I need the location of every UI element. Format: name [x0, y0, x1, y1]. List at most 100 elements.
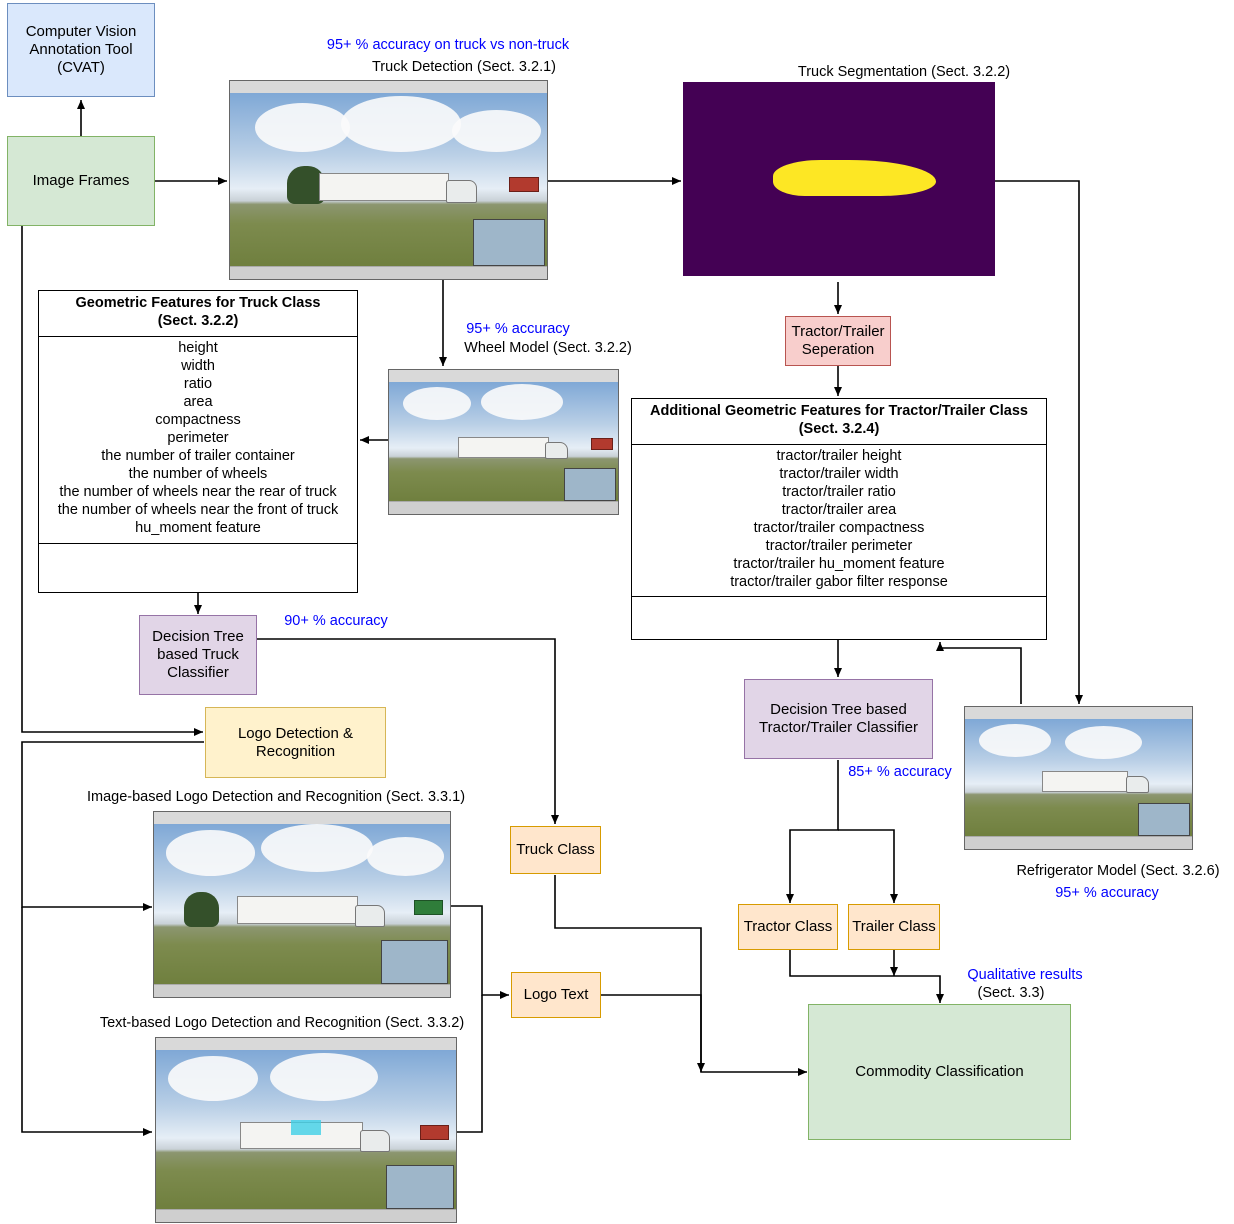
- feature-item: tractor/trailer perimeter: [765, 538, 913, 554]
- arrow-frames-to-logo: [21, 226, 203, 736]
- logo-text-label: Logo Text: [523, 986, 589, 1003]
- logo-detection-label: Logo Detection & Recognition: [237, 724, 354, 760]
- image-logo-screenshot: [153, 811, 451, 998]
- tractor-trailer-separation-node: Tractor/Trailer Seperation: [785, 316, 891, 366]
- refrigerator-model-title: Refrigerator Model (Sect. 3.2.6): [1016, 863, 1220, 879]
- trailer-class-label: Trailer Class: [852, 918, 936, 935]
- feature-item: hu_moment feature: [135, 520, 261, 536]
- player-controls: [965, 836, 1192, 849]
- commodity-classification-label: Commodity Classification: [855, 1063, 1024, 1080]
- truck-segmentation-mask: [683, 82, 995, 276]
- truck-detection-accuracy: 95+ % accuracy on truck vs non-truck: [326, 37, 570, 53]
- truck-detection-screenshot: [229, 80, 548, 280]
- arrow-segmentation-to-refrigerator: [995, 180, 1083, 704]
- image-logo-title: Image-based Logo Detection and Recogniti…: [86, 789, 466, 805]
- additional-features-section: (Sect. 3.2.4): [798, 421, 880, 437]
- image-frames-label: Image Frames: [32, 172, 130, 189]
- geometric-features-list: height width ratio area compactness peri…: [39, 337, 357, 537]
- feature-item: the number of trailer container: [101, 448, 295, 464]
- additional-features-divider: [632, 596, 1046, 597]
- refrigerator-model-accuracy: 95+ % accuracy: [1055, 885, 1159, 901]
- feature-item: the number of wheels: [128, 466, 268, 482]
- text-logo-title: Text-based Logo Detection and Recognitio…: [99, 1015, 465, 1031]
- highway-scene: [156, 1050, 456, 1210]
- geometric-features-panel: Geometric Features for Truck Class (Sect…: [38, 290, 358, 593]
- feature-item: width: [181, 358, 215, 374]
- truck-cab: [445, 180, 478, 203]
- logo-text-highlight: [291, 1120, 321, 1135]
- player-controls: [389, 501, 618, 514]
- geometric-features-heading: Geometric Features for Truck Class: [75, 295, 321, 311]
- arrow-image-logo-to-logo-text: [451, 905, 509, 999]
- feature-item: tractor/trailer width: [779, 466, 899, 482]
- dt-tractor-trailer-classifier-label: Decision Tree based Tractor/Trailer Clas…: [759, 701, 918, 736]
- arrow-dt-truck-to-truck-class: [257, 638, 559, 824]
- feature-item: tractor/trailer hu_moment feature: [733, 556, 945, 572]
- text-logo-screenshot: [155, 1037, 457, 1223]
- feature-item: tractor/trailer area: [781, 502, 897, 518]
- geometric-features-title: Geometric Features for Truck Class (Sect…: [39, 291, 357, 337]
- logo-text-node: Logo Text: [511, 972, 601, 1018]
- feature-item: perimeter: [167, 430, 229, 446]
- tractor-class-node: Tractor Class: [738, 904, 838, 950]
- geometric-features-divider: [39, 543, 357, 544]
- truck-mask-blob: [773, 159, 936, 197]
- refrigerator-model-screenshot: [964, 706, 1193, 850]
- additional-features-list: tractor/trailer height tractor/trailer w…: [632, 445, 1046, 591]
- arrow-dt-tractor-to-tractor: [786, 760, 839, 903]
- highway-scene: [230, 93, 547, 267]
- feature-item: the number of wheels near the front of t…: [57, 502, 339, 518]
- cvat-label: Computer Vision Annotation Tool (CVAT): [25, 23, 137, 76]
- feature-item: tractor/trailer gabor filter response: [730, 574, 948, 590]
- arrow-truck-class-to-commodity: [554, 875, 807, 1076]
- feature-item: compactness: [155, 412, 241, 428]
- qualitative-results-section: (Sect. 3.3): [977, 985, 1045, 1001]
- feature-item: tractor/trailer compactness: [753, 520, 925, 536]
- feature-item: area: [183, 394, 213, 410]
- highway-scene: [154, 824, 450, 985]
- commodity-classification-node: Commodity Classification: [808, 1004, 1071, 1140]
- tractor-class-label: Tractor Class: [743, 918, 833, 935]
- wheel-model-title: Wheel Model (Sect. 3.2.2): [464, 340, 632, 356]
- feature-item: tractor/trailer ratio: [782, 484, 896, 500]
- truck-class-node: Truck Class: [510, 826, 601, 874]
- truck-trailer: [318, 173, 449, 201]
- arrow-logo-to-image-logo: [21, 741, 204, 911]
- highway-scene: [965, 719, 1192, 837]
- arrow-refrigerator-to-additional: [936, 642, 1022, 704]
- player-controls: [154, 984, 450, 997]
- additional-features-heading: Additional Geometric Features for Tracto…: [650, 403, 1028, 419]
- arrow-tractor-to-commodity: [789, 950, 944, 1003]
- additional-features-panel: Additional Geometric Features for Tracto…: [631, 398, 1047, 640]
- trailer-class-node: Trailer Class: [848, 904, 940, 950]
- truck-segmentation-title: Truck Segmentation (Sect. 3.2.2): [797, 64, 1011, 80]
- image-frames-node: Image Frames: [7, 136, 155, 226]
- feature-item: ratio: [183, 376, 213, 392]
- truck-class-label: Truck Class: [516, 841, 595, 858]
- feature-item: height: [178, 340, 218, 356]
- arrow-dt-tractor-to-trailer: [838, 829, 898, 903]
- wheel-model-screenshot: [388, 369, 619, 515]
- arrow-logo-text-to-commodity: [601, 994, 705, 1072]
- geometric-features-section: (Sect. 3.2.2): [157, 313, 239, 329]
- cvat-node: Computer Vision Annotation Tool (CVAT): [7, 3, 155, 97]
- additional-features-title: Additional Geometric Features for Tracto…: [632, 399, 1046, 445]
- truck-detection-title: Truck Detection (Sect. 3.2.1): [371, 59, 557, 75]
- dt-truck-accuracy: 90+ % accuracy: [284, 613, 388, 629]
- feature-item: the number of wheels near the rear of tr…: [59, 484, 337, 500]
- player-controls: [230, 266, 547, 279]
- logo-detection-node: Logo Detection & Recognition: [205, 707, 386, 778]
- dt-tractor-accuracy: 85+ % accuracy: [848, 764, 952, 780]
- player-controls: [156, 1209, 456, 1222]
- arrow-logo-to-text-logo: [21, 907, 152, 1136]
- dt-truck-classifier-label: Decision Tree based Truck Classifier: [152, 628, 244, 681]
- tractor-trailer-separation-label: Tractor/Trailer Seperation: [791, 323, 885, 358]
- qualitative-results-label: Qualitative results: [967, 967, 1083, 983]
- arrow-text-logo-join: [457, 995, 483, 1133]
- highway-scene: [389, 382, 618, 502]
- dt-truck-classifier-node: Decision Tree based Truck Classifier: [139, 615, 257, 695]
- dt-tractor-trailer-classifier-node: Decision Tree based Tractor/Trailer Clas…: [744, 679, 933, 759]
- feature-item: tractor/trailer height: [776, 448, 902, 464]
- wheel-model-accuracy: 95+ % accuracy: [466, 321, 570, 337]
